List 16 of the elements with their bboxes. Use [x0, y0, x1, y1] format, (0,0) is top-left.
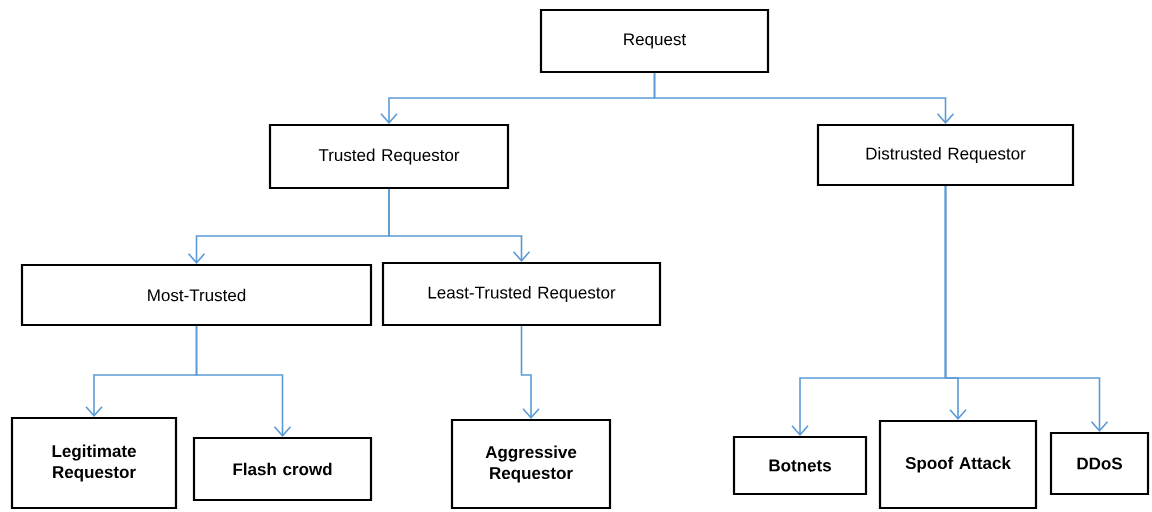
arrow: [388, 188, 531, 262]
arrow: [195, 325, 292, 437]
process-box: Spoof Attack: [878, 419, 1038, 510]
process-box: Least-Trusted Requestor: [381, 261, 662, 327]
process-box: Distrusted Requestor: [816, 123, 1075, 187]
process-box: Request: [539, 8, 770, 74]
process-box: Most-Trusted: [20, 263, 373, 327]
process-box: Trusted Requestor: [268, 123, 510, 190]
process-box: Botnets: [732, 435, 868, 496]
arrow: [520, 325, 540, 419]
process-box: Flash crowd: [192, 436, 373, 502]
process-box: Aggressive Requestor: [450, 418, 612, 510]
process-box: Legitimate Requestor: [10, 416, 178, 510]
arrow: [653, 72, 955, 124]
process-box: DDoS: [1049, 431, 1150, 496]
arrow: [944, 185, 1109, 432]
